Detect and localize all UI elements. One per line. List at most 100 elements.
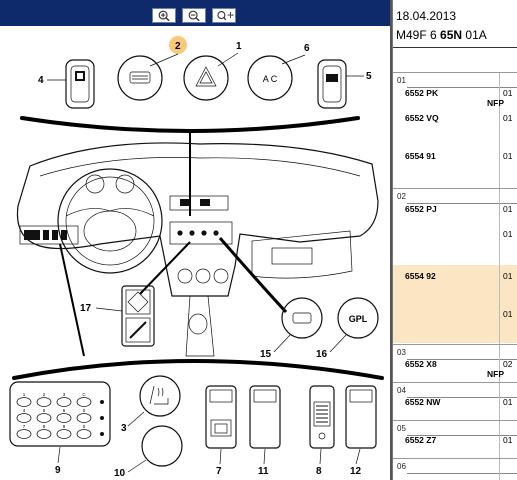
dashboard-outline [16, 142, 379, 357]
switch-17[interactable] [121, 285, 155, 347]
group-rule [407, 359, 517, 360]
switch-11[interactable] [249, 385, 281, 449]
column-separator [499, 421, 500, 459]
keypad-key[interactable] [76, 413, 92, 423]
part-reference[interactable]: 6554 92 [405, 271, 436, 281]
pane-divider[interactable] [390, 0, 392, 480]
button-2[interactable] [117, 55, 163, 101]
keypad-key-label: 7 [23, 424, 26, 429]
callout-12: 12 [350, 466, 362, 477]
part-reference[interactable]: 6552 VQ [405, 113, 439, 123]
part-quantity: 01 [503, 88, 513, 98]
pan-button[interactable] [212, 8, 236, 23]
keypad-key[interactable] [56, 429, 72, 439]
keypad-key[interactable] [16, 429, 32, 439]
callout-3: 3 [121, 423, 127, 434]
part-quantity: 01 [503, 309, 513, 319]
callout-7: 7 [216, 466, 222, 477]
keypad-key[interactable] [56, 397, 72, 407]
group-rule [407, 87, 517, 88]
gpl-label: GPL [349, 314, 368, 324]
callout-15: 15 [260, 349, 272, 360]
button-5[interactable] [317, 59, 347, 109]
part-quantity: 01 [503, 229, 513, 239]
part-reference[interactable]: 6552 NW [405, 397, 441, 407]
part-reference[interactable]: 6552 Z7 [405, 435, 437, 445]
gpl-button[interactable]: GPL [337, 297, 379, 339]
keypad-key-label: 8 [43, 424, 46, 429]
column-separator [499, 345, 500, 383]
group-rule [407, 203, 517, 204]
keypad-key[interactable] [16, 397, 32, 407]
part-reference[interactable]: 6554 91 [405, 151, 436, 161]
button-15[interactable] [281, 297, 323, 339]
part-quantity: 01 [503, 204, 513, 214]
ac-label: A C [263, 74, 278, 84]
callout-highlight [169, 36, 187, 54]
zoom-in-icon [158, 10, 170, 22]
keypad-key-label: 3 [63, 392, 66, 397]
column-separator [499, 189, 500, 345]
dimmer-8[interactable] [309, 385, 335, 449]
pan-zoom-icon [217, 11, 234, 21]
part-reference[interactable]: 6552 X8 [405, 359, 437, 369]
panel-header: 18.04.2013 M49F 6 65N 01A [393, 0, 517, 48]
keypad-key-label: 5 [43, 408, 46, 413]
button-10[interactable] [141, 425, 183, 467]
callout-9: 9 [55, 465, 61, 476]
part-reference[interactable]: 6552 PJ [405, 204, 437, 214]
keypad-key[interactable] [36, 397, 52, 407]
group-rule [407, 473, 517, 474]
callout-16: 16 [316, 349, 328, 360]
zoom-out-button[interactable] [182, 8, 206, 23]
callout-6: 6 [304, 43, 310, 54]
group-number: 01 [397, 76, 406, 85]
keypad-key[interactable] [16, 413, 32, 423]
group-number: 06 [397, 462, 406, 471]
switch-12[interactable] [345, 385, 377, 449]
catalog-reference: M49F 6 65N 01A [396, 28, 487, 42]
part-quantity: 01 [503, 271, 513, 281]
keypad-key[interactable] [36, 413, 52, 423]
part-quantity: 01 [503, 113, 513, 123]
keypad-key[interactable] [76, 397, 92, 407]
switch-7[interactable] [205, 385, 237, 449]
keypad-key-label: 0 [83, 408, 86, 413]
callout-11: 11 [258, 466, 269, 477]
group-number: 05 [397, 424, 406, 433]
column-separator [499, 383, 500, 421]
part-reference[interactable]: 6552 PK [405, 88, 439, 98]
seat-heater-button[interactable] [139, 375, 181, 417]
column-separator [499, 459, 500, 480]
keypad-key-label: 2 [43, 392, 46, 397]
keypad-key-label: 1 [23, 392, 26, 397]
button-4[interactable] [65, 59, 95, 109]
column-separator [499, 73, 500, 189]
part-quantity: 01 [503, 397, 513, 407]
part-group: 06 [393, 458, 517, 480]
keypad-key[interactable] [56, 413, 72, 423]
callout-1: 1 [236, 41, 242, 52]
ac-button[interactable]: A C [247, 55, 293, 101]
selected-row-highlight [393, 265, 517, 343]
group-rule [407, 435, 517, 436]
toolbar [0, 0, 390, 26]
keypad-key-label: 4 [23, 408, 26, 413]
group-number: 04 [397, 386, 406, 395]
keypad-key[interactable] [76, 429, 92, 439]
parts-list-panel: 18.04.2013 M49F 6 65N 01A 01 6552 PK NFP 01… [392, 0, 517, 480]
group-rule [407, 397, 517, 398]
keypad-key[interactable] [36, 429, 52, 439]
hazard-button[interactable] [183, 55, 229, 101]
group-number: 03 [397, 348, 406, 357]
dashboard-illustration: .c{fill:none;stroke:#111;stroke-width:1.… [9, 36, 384, 479]
zoom-in-button[interactable] [152, 8, 176, 23]
group-number: 02 [397, 192, 406, 201]
callout-4: 4 [38, 75, 44, 86]
bracket-top [20, 116, 360, 133]
nfp-badge: NFP [487, 369, 504, 379]
